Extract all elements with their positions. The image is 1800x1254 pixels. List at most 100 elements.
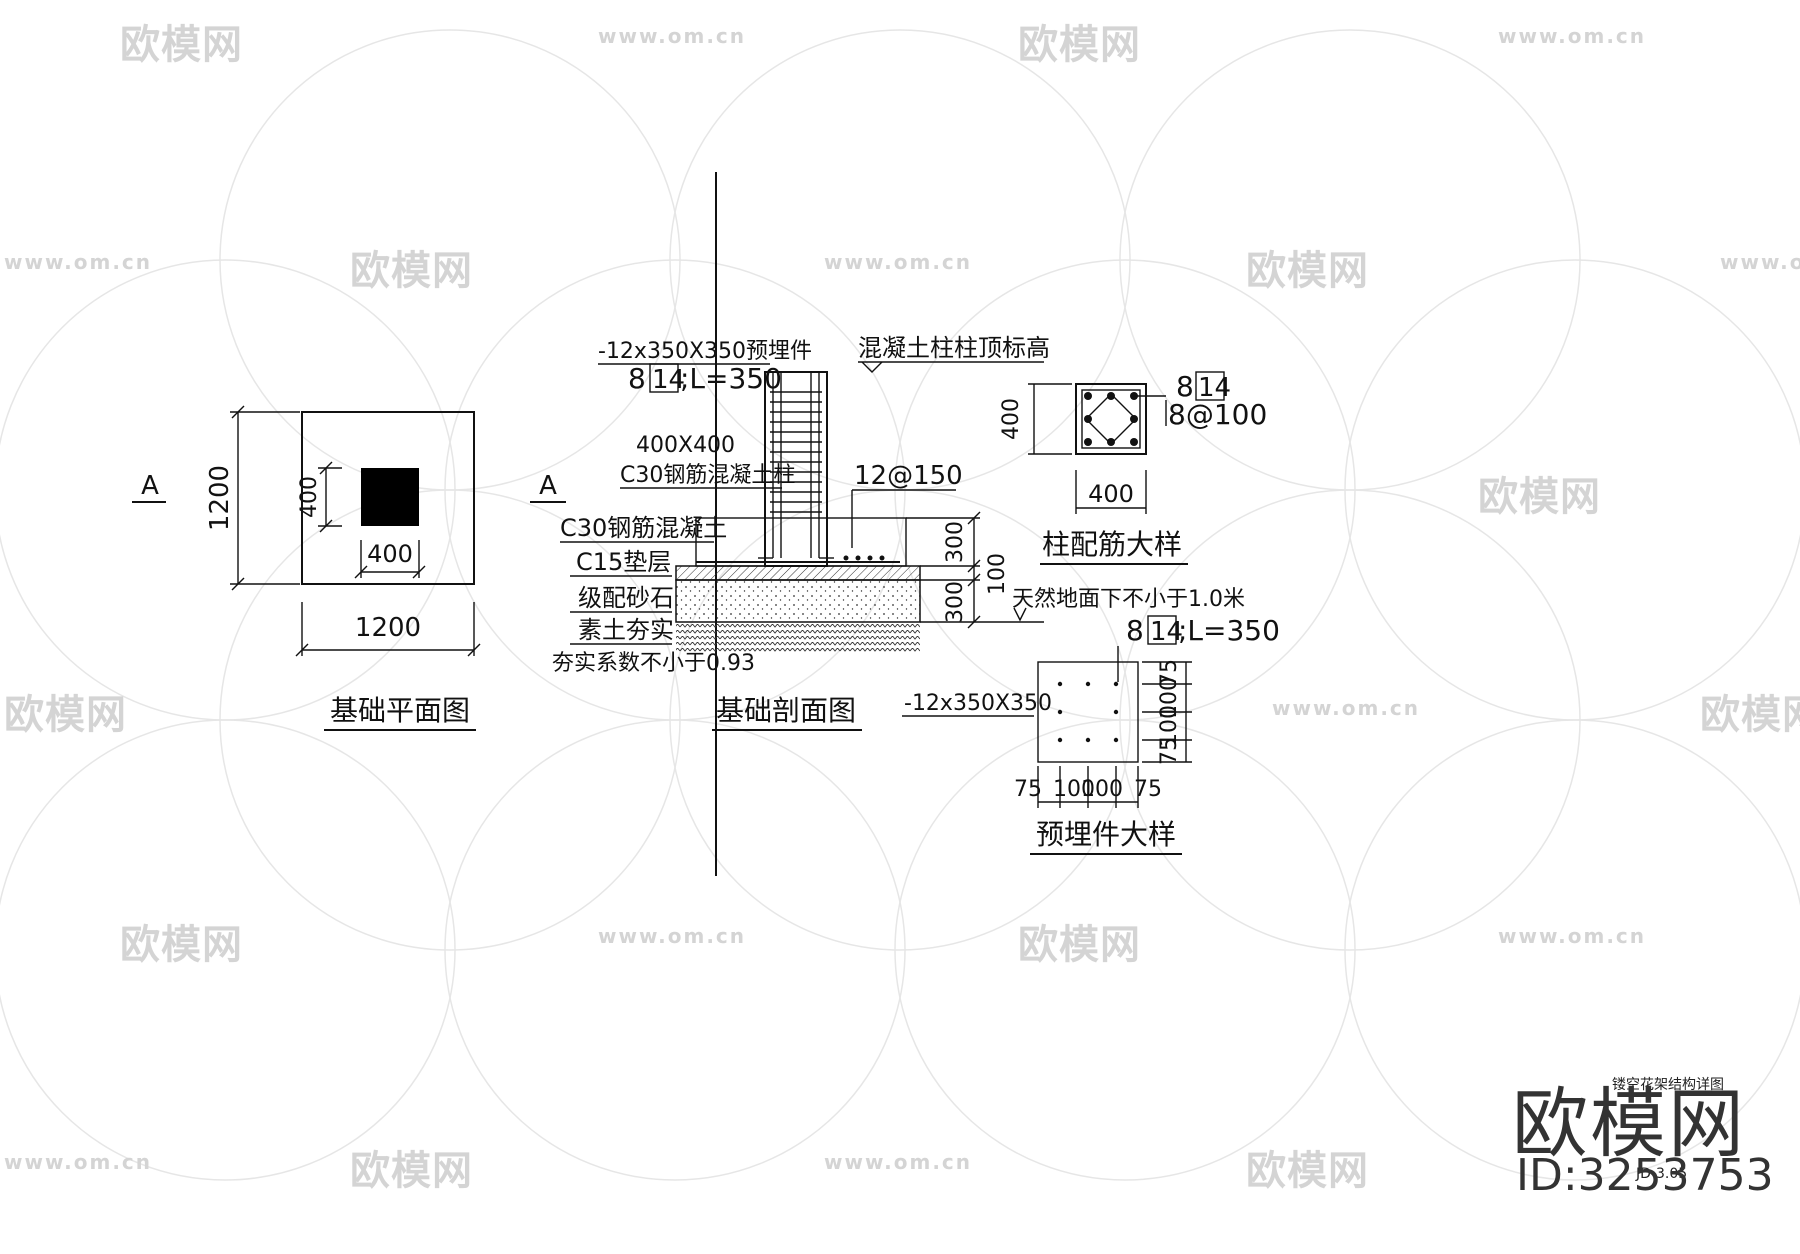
dim-overall-height-label: 1200 bbox=[205, 465, 235, 531]
column-size: 400X400 bbox=[636, 433, 735, 458]
watermark-url: www.om.cn bbox=[4, 1150, 153, 1174]
watermark-url: www.om.cn bbox=[824, 1150, 973, 1174]
bottom-rebar-spec: 12@150 bbox=[854, 461, 963, 491]
section-title: 基础剖面图 bbox=[716, 694, 856, 727]
column-bars bbox=[1084, 392, 1138, 446]
dim-overall-height bbox=[230, 405, 300, 591]
layer-soil-label: 素土夯实 bbox=[578, 616, 674, 644]
column-material: C30钢筋混凝土柱 bbox=[620, 463, 795, 488]
plate-dim-right-1: 75 bbox=[1157, 659, 1182, 687]
section-dim-chain bbox=[906, 511, 981, 629]
column-section bbox=[361, 468, 419, 526]
foundation-plan: 1200 400 400 1200 A bbox=[132, 405, 566, 731]
watermark-url: www.om.cn bbox=[1498, 24, 1647, 48]
watermark-logo: 欧模网 bbox=[120, 22, 243, 68]
watermark-logo: 欧模网 bbox=[120, 922, 243, 968]
layer-cushion-label: C15垫层 bbox=[576, 548, 671, 576]
column-detail-dim-w bbox=[1075, 470, 1147, 514]
depth-note: 天然地面下不小于1.0米 bbox=[1012, 587, 1245, 612]
plate-dim-right-3: 100 bbox=[1157, 705, 1182, 747]
column-detail-dim-w-label: 400 bbox=[1088, 480, 1134, 508]
layer-footing-label: C30钢筋混凝土 bbox=[560, 514, 727, 542]
main-bar-count: 8 bbox=[1176, 370, 1194, 403]
gravel-layer bbox=[675, 579, 921, 623]
plate-dim-bottom-1: 75 bbox=[1014, 777, 1042, 802]
footing-outline bbox=[695, 517, 907, 567]
plate-anchor-bar: 14 bbox=[1150, 617, 1183, 647]
brand-logo: 欧模网 bbox=[1512, 1079, 1746, 1168]
watermark-logo: 欧模网 bbox=[1018, 22, 1141, 68]
stirrup-diamond bbox=[1085, 393, 1137, 445]
watermark-logo: 欧模网 bbox=[4, 692, 127, 738]
watermark-url: www.om.cn bbox=[1720, 250, 1800, 274]
plate-spec: -12x350X350 bbox=[904, 691, 1052, 716]
plate-dim-right-2: 100 bbox=[1157, 677, 1182, 719]
watermark-url: www.om.cn bbox=[824, 250, 973, 274]
dim-column-width bbox=[354, 540, 426, 579]
dim-overall-width bbox=[295, 602, 481, 657]
anchor-count: 8 bbox=[628, 362, 646, 395]
dim-footing-label: 300 bbox=[943, 521, 968, 563]
anchor-bar: 14 bbox=[652, 365, 685, 395]
column-detail-dim-h-label: 400 bbox=[999, 398, 1024, 440]
footing-outline bbox=[301, 411, 475, 585]
stirrup-outer bbox=[1081, 389, 1141, 449]
layer-gravel-label: 级配砂石 bbox=[578, 584, 674, 612]
plate-anchor-holes bbox=[1057, 681, 1119, 743]
column-detail-title: 柱配筋大样 bbox=[1042, 528, 1182, 561]
plate-dim-bottom-4: 75 bbox=[1134, 777, 1162, 802]
embed-plate-label: -12x350X350预埋件 bbox=[598, 339, 812, 364]
dim-column-height-label: 400 bbox=[297, 476, 322, 518]
watermark-logo: 欧模网 bbox=[1478, 474, 1601, 520]
watermark-logo: 欧模网 bbox=[1246, 1148, 1369, 1194]
brand-id: ID:3253753 bbox=[1516, 1150, 1774, 1201]
watermark-logo: 欧模网 bbox=[1018, 922, 1141, 968]
plate-detail: 8 14 ;L=350 -12x350X350 75 100 100 75 bbox=[902, 614, 1280, 855]
stirrup-spec: 8@100 bbox=[1168, 398, 1267, 431]
column-top-level: 混凝土柱柱顶标高 bbox=[858, 334, 1050, 362]
plate-anchor-length: ;L=350 bbox=[1178, 614, 1280, 647]
section-mark-left: A bbox=[141, 471, 159, 501]
main-bar-spec: 14 bbox=[1198, 373, 1231, 403]
column-outline bbox=[764, 371, 828, 567]
plate-dim-bottom-2: 100 bbox=[1053, 777, 1095, 802]
cushion-layer bbox=[675, 565, 921, 581]
watermark-url: www.om.cn bbox=[598, 924, 747, 948]
column-rebar bbox=[758, 372, 834, 559]
dim-column-height bbox=[318, 461, 342, 533]
plate-dim-right bbox=[1142, 661, 1192, 763]
column-detail-outline bbox=[1075, 383, 1147, 455]
plate-outline bbox=[1037, 661, 1139, 763]
drawing-title: 镂空花架结构详图 bbox=[1612, 1077, 1724, 1093]
depth-marker bbox=[1013, 607, 1027, 622]
stirrups bbox=[770, 391, 822, 513]
plate-detail-title: 预埋件大样 bbox=[1036, 818, 1176, 851]
watermark-url: www.om.cn bbox=[1272, 696, 1421, 720]
watermark-logo: 欧模网 bbox=[1246, 248, 1369, 294]
watermark-url: www.om.cn bbox=[598, 24, 747, 48]
soil-layer bbox=[676, 622, 920, 652]
main-bar-symbol bbox=[1195, 371, 1225, 401]
dim-overall-width-label: 1200 bbox=[355, 613, 421, 643]
anchor-length: ;L=350 bbox=[680, 362, 782, 395]
plate-anchor-count: 8 bbox=[1126, 614, 1144, 647]
watermark-logo: 欧模网 bbox=[350, 248, 473, 294]
plate-dim-right-4: 75 bbox=[1157, 737, 1182, 765]
watermark-url: www.om.cn bbox=[4, 250, 153, 274]
dim-column-width-label: 400 bbox=[367, 540, 413, 568]
plate-anchor-symbol bbox=[1147, 615, 1177, 645]
column-detail: 8 14 8@100 400 400 柱配筋大样 bbox=[999, 370, 1267, 565]
section-mark-right: A bbox=[539, 471, 557, 501]
compaction-note: 夯实系数不小于0.93 bbox=[552, 651, 755, 676]
level-marker bbox=[861, 361, 883, 373]
column-detail-dim-h bbox=[1028, 383, 1072, 455]
plate-dim-bottom-3: 100 bbox=[1081, 777, 1123, 802]
dim-cushion-label: 100 bbox=[985, 553, 1010, 595]
plan-title: 基础平面图 bbox=[330, 694, 470, 727]
dim-gravel-label: 300 bbox=[943, 581, 968, 623]
plate-dim-bottom bbox=[1037, 766, 1139, 808]
foundation-section: -12x350X350预埋件 8 14 ;L=350 混凝土柱柱顶标高 400X… bbox=[552, 172, 1245, 876]
anchor-bar-symbol bbox=[649, 363, 679, 393]
